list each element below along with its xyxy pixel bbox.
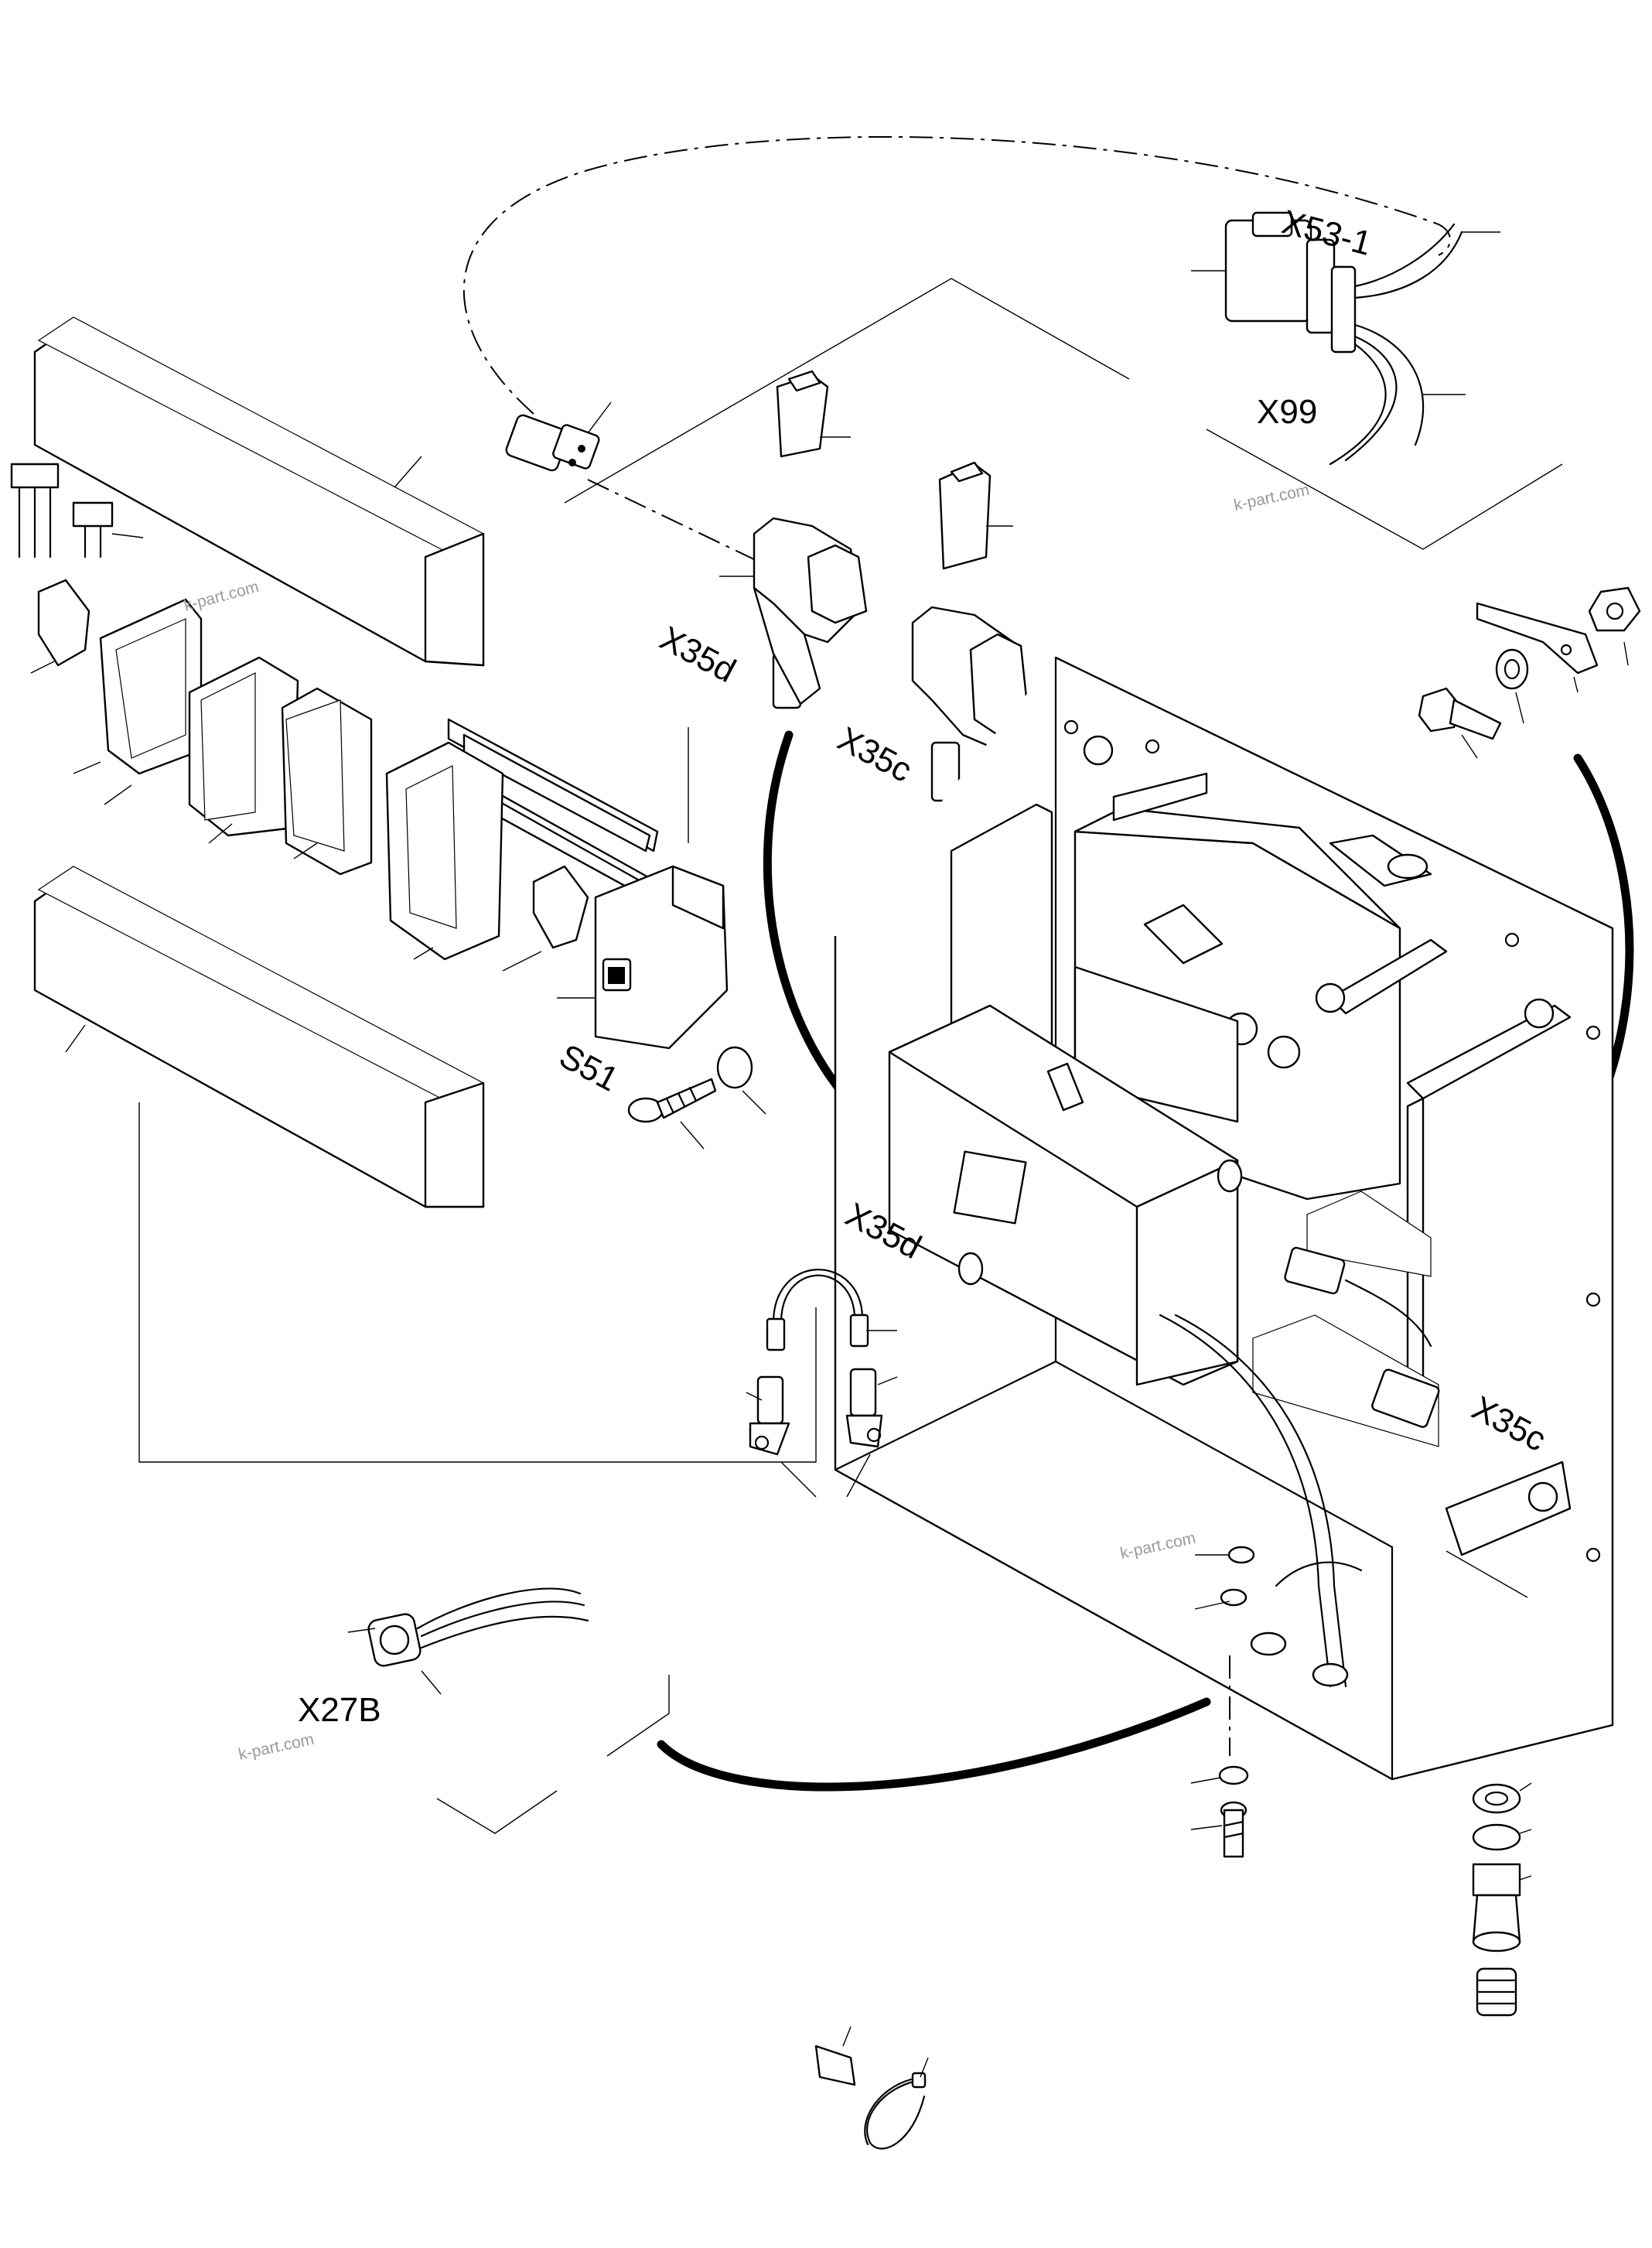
ground-strap-cable[interactable] — [766, 1269, 869, 1351]
watermark-lower-left: k-part.com — [237, 1730, 316, 1764]
label-x27b: X27B — [298, 1691, 381, 1729]
connector-x35d-internal[interactable] — [1284, 1246, 1432, 1348]
gland-nut[interactable] — [1472, 1783, 1521, 1814]
group-frame-left — [138, 1102, 817, 1463]
terminal-block-group-3[interactable] — [385, 741, 504, 961]
leader-gland-nut — [1519, 1782, 1532, 1792]
leader-tb-1 — [30, 661, 55, 674]
frame-x27b — [606, 1675, 670, 1757]
frame-x27b-2 — [436, 1790, 558, 1834]
terminal-block-group-1[interactable] — [99, 598, 203, 775]
terminal-x35d[interactable] — [753, 370, 868, 709]
leader-nut-top — [1623, 641, 1629, 666]
leader-gland-body — [1519, 1875, 1532, 1881]
mounting-bracket-clip[interactable] — [1476, 602, 1599, 675]
circuit-breaker-s51[interactable] — [594, 865, 729, 1050]
wire-harness-2 — [1174, 1314, 1347, 1688]
leader-duct-top — [394, 456, 422, 488]
group-frame-top-right-2 — [1206, 429, 1563, 550]
leader-washer-top — [1515, 692, 1524, 724]
cable-gland-body[interactable] — [1472, 1863, 1521, 1952]
gland-seal-ring[interactable] — [1472, 1823, 1521, 1851]
label-x35d-top: X35d — [654, 620, 742, 691]
leader-tb-3 — [104, 784, 132, 805]
wire-harness-3 — [1275, 1561, 1363, 1587]
terminal-block-group-2[interactable] — [188, 656, 373, 876]
screw[interactable] — [627, 1078, 717, 1123]
lock-washer-toothed[interactable] — [1495, 648, 1529, 690]
cable-duct-bottom[interactable] — [33, 866, 485, 1208]
jumper-bar-b[interactable] — [72, 501, 114, 559]
leader-screw — [680, 1121, 705, 1150]
ecu-control-module[interactable] — [888, 1004, 1243, 1386]
leader-gland-ring — [1519, 1829, 1532, 1834]
wire-harness — [1159, 1314, 1332, 1688]
connection-path-dashed — [462, 136, 1451, 415]
leader-plug — [587, 401, 612, 434]
cable-duct-top[interactable] — [33, 316, 485, 667]
label-x99: X99 — [1257, 393, 1317, 431]
leader-tb-5 — [293, 842, 318, 859]
screw-bottom[interactable] — [1220, 1801, 1248, 1858]
leader-bolt — [1461, 734, 1478, 759]
connector-x27b[interactable] — [367, 1587, 589, 1668]
leader-end-stop — [502, 951, 542, 972]
leader-enclosure — [1446, 1550, 1528, 1598]
leader-jumper — [111, 533, 144, 538]
leader-lug-left-2 — [780, 1461, 817, 1498]
group-frame-top-right — [564, 278, 1130, 504]
washer[interactable] — [716, 1046, 753, 1089]
leader-lug-right-2 — [846, 1454, 871, 1498]
watermark-upper-left: k-part.com — [182, 578, 261, 615]
leader-lug-right — [877, 1376, 898, 1385]
label-tag[interactable] — [814, 2045, 856, 2086]
hex-bolt[interactable] — [1418, 687, 1502, 740]
cable-tie[interactable] — [864, 2072, 927, 2150]
label-x35c-top: X35c — [831, 720, 918, 790]
end-stop-left[interactable] — [37, 579, 90, 667]
leader-washer-bottom — [1190, 1777, 1221, 1784]
gland-insert[interactable] — [1476, 1967, 1517, 2017]
leader-x27b-b — [421, 1670, 442, 1695]
cable-lug-right[interactable] — [845, 1368, 883, 1448]
leader-tb-6 — [413, 947, 434, 960]
washer-bottom[interactable] — [1218, 1765, 1249, 1785]
leader-tie — [920, 2057, 929, 2078]
end-stop-right[interactable] — [532, 865, 589, 949]
leader-clip — [1573, 676, 1579, 693]
control-unit-housing[interactable] — [1073, 807, 1432, 1201]
jumper-bar-a[interactable] — [10, 463, 60, 559]
cable-lug-left[interactable] — [749, 1375, 790, 1456]
hex-nut-top[interactable] — [1588, 586, 1641, 632]
connector-x35c-internal[interactable] — [1371, 1368, 1440, 1428]
terminal-x35c[interactable] — [911, 461, 1030, 802]
sweep-arc-bottom — [657, 1697, 1211, 1792]
connection-path-dashed-2 — [587, 479, 774, 569]
leader-x27b-a — [347, 1628, 376, 1633]
leader-grommet — [1194, 1601, 1230, 1610]
label-s51: S51 — [553, 1037, 624, 1099]
leader-tb-2 — [73, 761, 101, 774]
din-rail[interactable] — [447, 718, 659, 899]
leader-tag — [842, 2026, 852, 2047]
leader-screw-bottom — [1190, 1825, 1223, 1830]
watermark-top-right: k-part.com — [1232, 481, 1311, 514]
leader-washer — [742, 1090, 766, 1115]
connector-x53-1[interactable] — [1224, 211, 1463, 466]
leader-duct-bottom — [65, 1024, 86, 1053]
connector-plug-small[interactable] — [505, 414, 600, 473]
leader-tb-4 — [208, 823, 233, 844]
leader-lug-left — [746, 1392, 763, 1401]
